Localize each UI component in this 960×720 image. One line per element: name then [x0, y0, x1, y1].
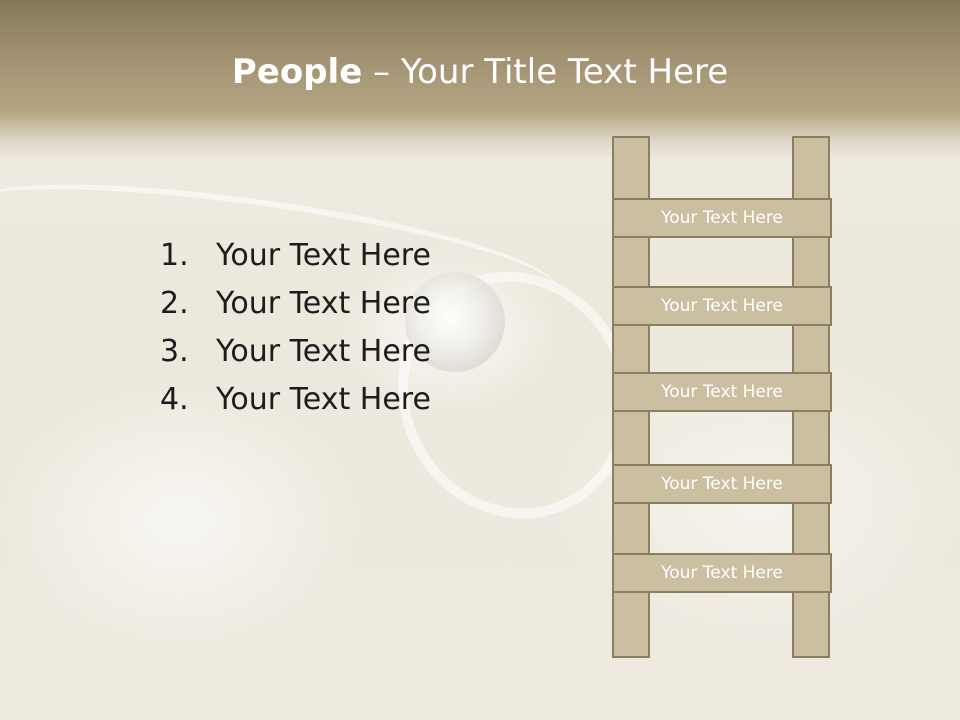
- list-text: Your Text Here: [216, 382, 431, 417]
- list-item: 2. Your Text Here: [160, 280, 431, 328]
- list-text: Your Text Here: [216, 286, 431, 321]
- ladder-rung: Your Text Here: [612, 198, 832, 238]
- ladder-rung: Your Text Here: [612, 553, 832, 593]
- list-item: 4. Your Text Here: [160, 376, 431, 424]
- list-number: 2.: [160, 286, 189, 321]
- list-text: Your Text Here: [216, 238, 431, 273]
- title-banner: [0, 0, 960, 160]
- background-diamond: [405, 272, 505, 372]
- slide-title: People – Your Title Text Here: [0, 52, 960, 92]
- list-item: 3. Your Text Here: [160, 328, 431, 376]
- title-bold: People: [231, 52, 363, 92]
- list-number: 1.: [160, 238, 189, 273]
- ladder-rung: Your Text Here: [612, 286, 832, 326]
- ladder-rung: Your Text Here: [612, 372, 832, 412]
- list-number: 4.: [160, 382, 189, 417]
- title-rest: – Your Title Text Here: [362, 52, 729, 92]
- numbered-list: 1. Your Text Here 2. Your Text Here 3. Your…: [160, 232, 431, 424]
- list-text: Your Text Here: [216, 334, 431, 369]
- list-item: 1. Your Text Here: [160, 232, 431, 280]
- list-number: 3.: [160, 334, 189, 369]
- ladder-rung: Your Text Here: [612, 464, 832, 504]
